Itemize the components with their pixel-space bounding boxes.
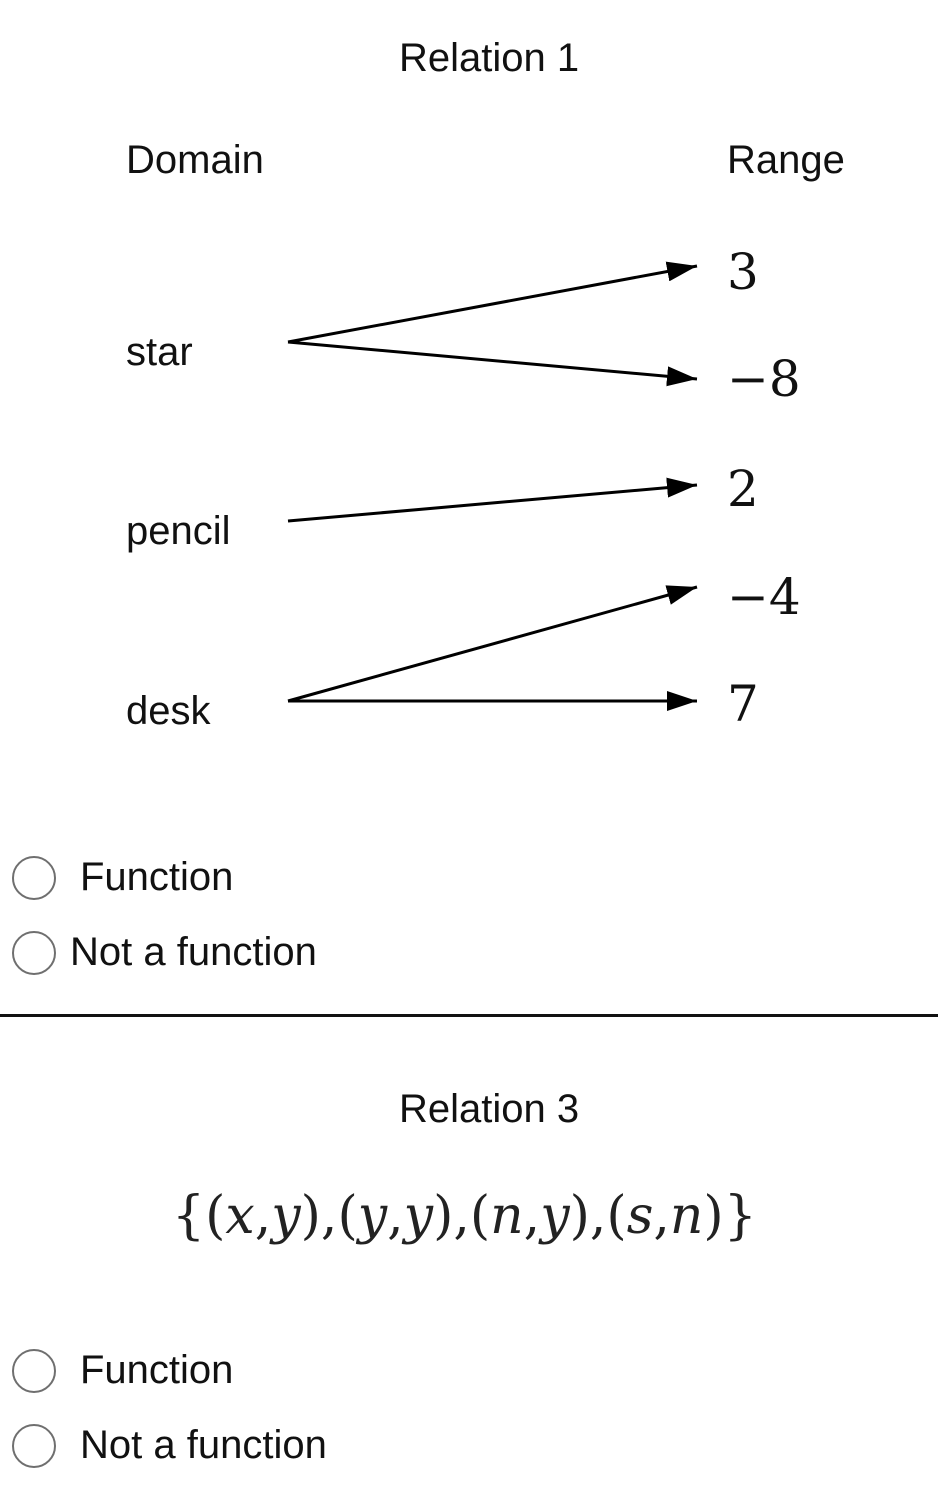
arrow-pencil-to-2 — [287, 477, 698, 523]
relation-3-set: {(x,y),(y,y),(n,y),(s,n)} — [172, 1186, 757, 1246]
relation-3-option-not-a-function[interactable]: Not a function — [12, 1423, 327, 1468]
option-label: Not a function — [70, 930, 317, 974]
range-header: Range — [727, 138, 845, 182]
option-label: Function — [80, 855, 234, 899]
set-close-brace: } — [723, 1186, 757, 1246]
relation-1-option-not-a-function[interactable]: Not a function — [12, 930, 317, 975]
radio-unchecked-icon[interactable] — [12, 930, 56, 975]
arrow-star-to-minus-8 — [287, 340, 698, 387]
range-item-minus-4: −4 — [727, 568, 801, 626]
pair-3-y: y — [540, 1186, 570, 1246]
pair-3-x: n — [490, 1186, 524, 1246]
domain-item-desk: desk — [126, 689, 211, 733]
range-item-7: 7 — [727, 675, 759, 733]
pair-2-y: y — [403, 1186, 434, 1246]
pair-1-y: y — [271, 1186, 301, 1246]
radio-unchecked-icon[interactable] — [12, 1348, 56, 1393]
pair-2-x: y — [357, 1186, 388, 1246]
option-label: Function — [80, 1348, 234, 1392]
relation-3-option-function[interactable]: Function — [12, 1348, 233, 1393]
domain-item-star: star — [126, 330, 193, 374]
relation-1-title: Relation 1 — [399, 36, 580, 80]
arrow-desk-to-minus-4 — [287, 585, 698, 703]
option-label: Not a function — [80, 1423, 327, 1467]
radio-unchecked-icon[interactable] — [12, 1423, 56, 1468]
relation-3-title: Relation 3 — [399, 1087, 580, 1131]
radio-unchecked-icon[interactable] — [12, 855, 56, 900]
pair-1-x: x — [225, 1186, 255, 1246]
range-item-2: 2 — [727, 460, 759, 518]
pair-4-x: s — [626, 1186, 654, 1246]
domain-item-pencil: pencil — [126, 509, 231, 553]
domain-header: Domain — [126, 138, 264, 182]
arrow-star-to-3 — [287, 261, 698, 344]
range-item-minus-8: −8 — [727, 350, 801, 408]
pair-4-y: n — [669, 1186, 704, 1246]
section-divider — [0, 1014, 938, 1017]
range-item-3: 3 — [727, 243, 759, 301]
set-open-brace: { — [172, 1186, 206, 1246]
relation-1-option-function[interactable]: Function — [12, 855, 233, 900]
